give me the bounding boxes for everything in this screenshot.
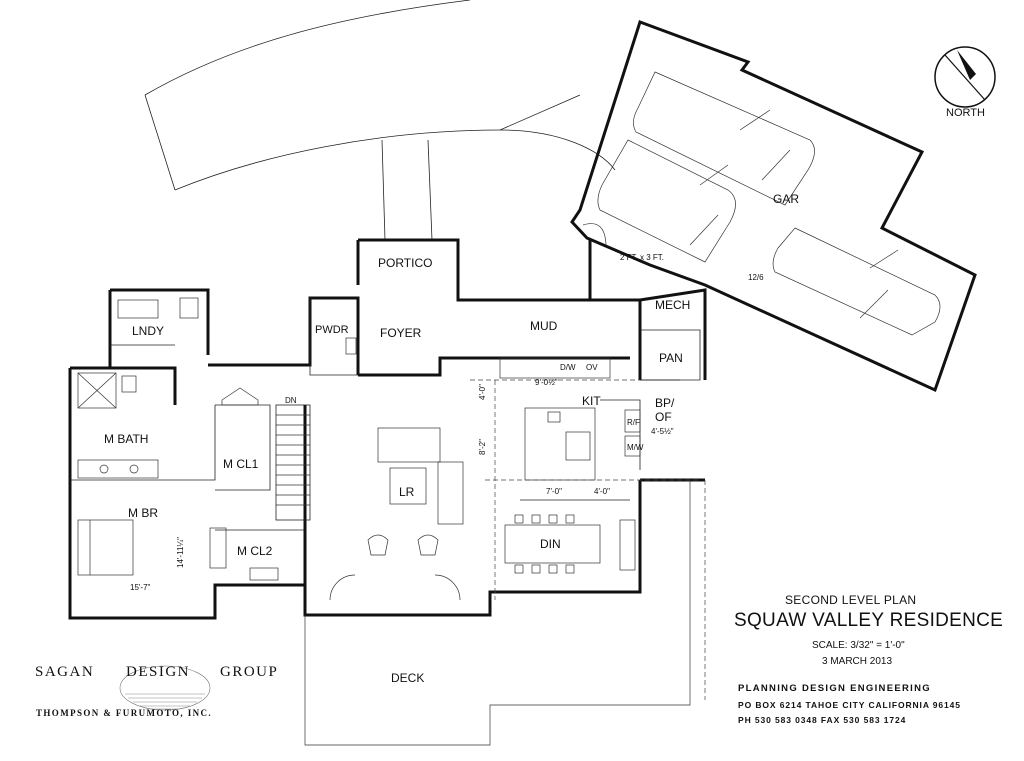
label-dn: DN xyxy=(285,396,297,405)
north-label: NORTH xyxy=(946,107,985,119)
label-rf: R/F xyxy=(627,418,640,427)
dim-roof-pitch: 12/6 xyxy=(748,273,764,282)
plan-date: 3 MARCH 2013 xyxy=(822,656,893,667)
label-pwdr: PWDR xyxy=(315,324,349,336)
dining-table xyxy=(504,514,636,574)
plan-subtitle: SECOND LEVEL PLAN xyxy=(785,593,917,607)
dim-kit-8-2: 8'-2" xyxy=(478,439,487,455)
label-mud: MUD xyxy=(530,319,558,333)
dim-kit-4-0-h: 4'-0" xyxy=(594,487,610,496)
dim-mbr-depth: 14'-11¼" xyxy=(176,537,185,568)
logo-group: GROUP xyxy=(220,664,279,680)
stair xyxy=(275,404,311,521)
kitchen xyxy=(470,357,700,600)
dim-bp-of: 4'-5½" xyxy=(651,427,674,436)
firm-line-3: PH 530 583 0348 FAX 530 583 1724 xyxy=(738,715,907,725)
car-1 xyxy=(633,71,815,206)
label-m-cl2: M CL2 xyxy=(237,544,273,558)
label-m-bath: M BATH xyxy=(104,432,148,446)
dim-kit-7-0: 7'-0" xyxy=(546,487,562,496)
label-lndy: LNDY xyxy=(132,324,164,338)
label-foyer: FOYER xyxy=(380,326,422,340)
label-din: DIN xyxy=(540,537,561,551)
label-pan: PAN xyxy=(659,351,683,365)
label-gar: GAR xyxy=(773,192,799,206)
firm-line-2: PO BOX 6214 TAHOE CITY CALIFORNIA 96145 xyxy=(738,700,961,710)
label-deck: DECK xyxy=(391,671,424,685)
label-m-br: M BR xyxy=(128,506,158,520)
north-arrow-icon xyxy=(934,46,996,108)
label-m-cl1: M CL1 xyxy=(223,457,259,471)
living-furniture xyxy=(329,427,464,601)
label-of: OF xyxy=(655,410,672,424)
plan-scale: SCALE: 3/32" = 1'-0" xyxy=(812,640,905,651)
label-kit: KIT xyxy=(582,394,601,408)
label-ov: OV xyxy=(586,363,598,372)
logo-sub: THOMPSON & FURUMOTO, INC. xyxy=(36,708,213,718)
deck xyxy=(304,480,706,746)
master-suite xyxy=(77,297,357,581)
label-mw: M/W xyxy=(627,443,644,452)
label-lr: LR xyxy=(399,485,415,499)
logo-sagan: SAGAN xyxy=(35,664,95,680)
label-portico: PORTICO xyxy=(378,256,432,270)
dim-hatch: 2 FT. x 3 FT. xyxy=(620,253,664,262)
plan-title: SQUAW VALLEY RESIDENCE xyxy=(734,610,1004,631)
dim-mbr-width: 15'-7" xyxy=(130,583,151,592)
label-dw: D/W xyxy=(560,363,576,372)
garage xyxy=(570,20,977,393)
logo-emblem xyxy=(119,665,211,711)
dim-kit-run: 9'-0½" xyxy=(535,378,558,387)
firm-line-1: PLANNING DESIGN ENGINEERING xyxy=(738,683,931,694)
car-3 xyxy=(772,227,941,336)
driveway xyxy=(144,0,616,241)
logo-design: DESIGN xyxy=(126,664,190,680)
label-mech: MECH xyxy=(655,298,690,312)
label-bp: BP/ xyxy=(655,396,675,410)
dim-kit-4-0-v: 4'-0" xyxy=(478,384,487,400)
car-2 xyxy=(597,139,736,263)
house-walls xyxy=(68,238,707,620)
